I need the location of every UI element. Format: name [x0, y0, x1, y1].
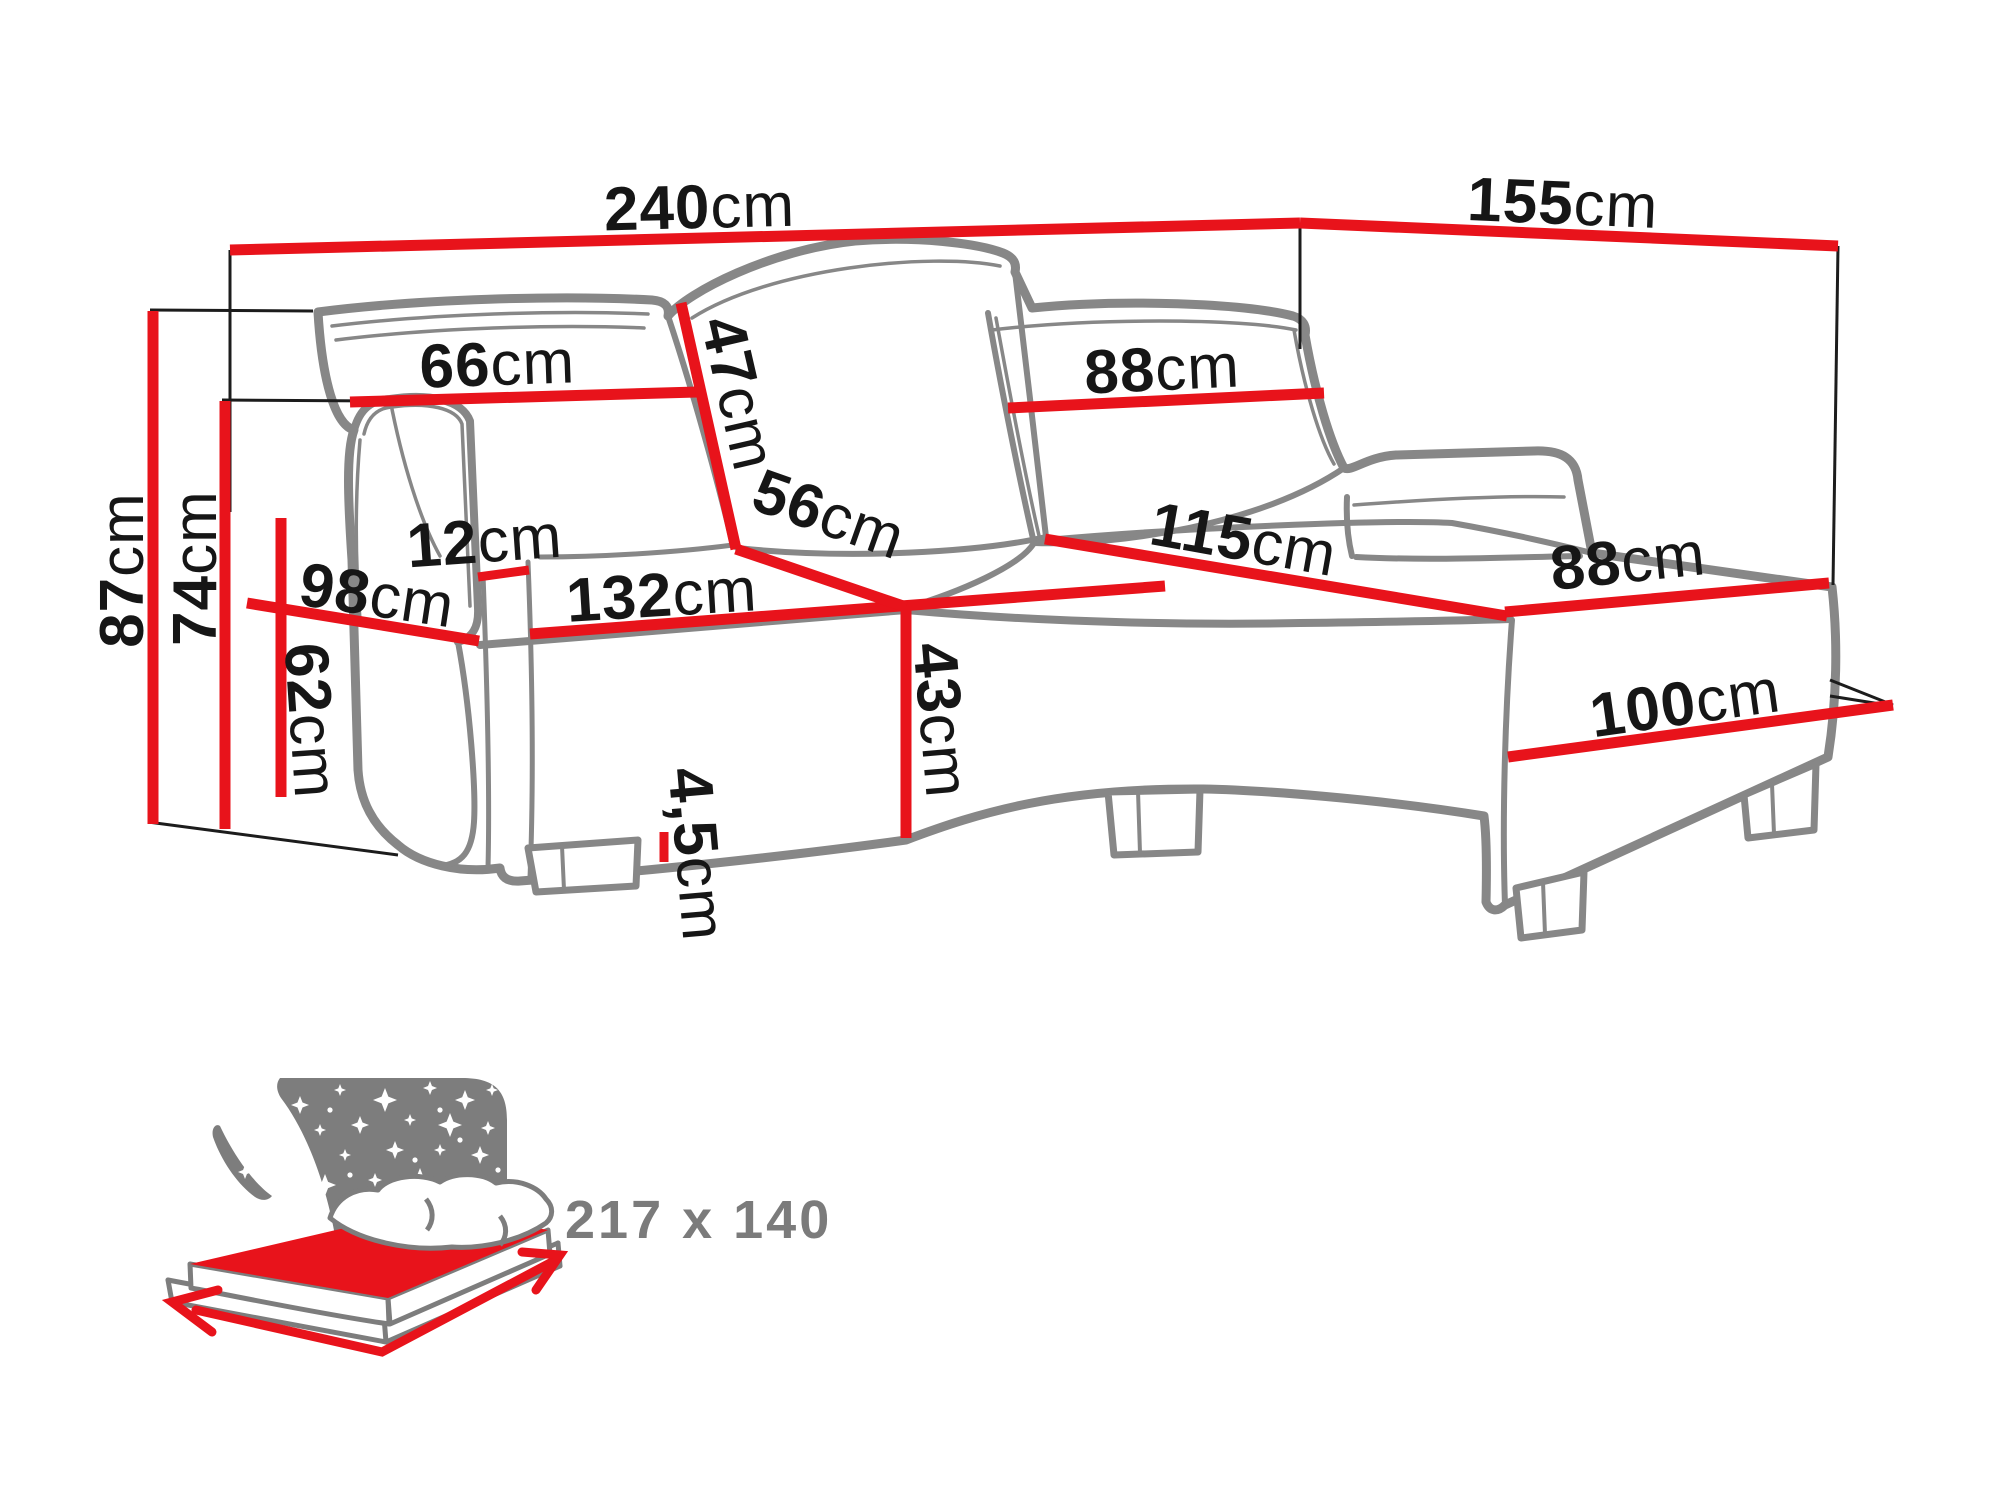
star-icon — [253, 1137, 263, 1147]
leg-seam — [1136, 789, 1142, 855]
dim-armrest-height-label: 62cm — [271, 641, 351, 801]
dim-line-right-cushion — [1007, 387, 1325, 414]
star-icon — [260, 1205, 270, 1215]
star-icon — [423, 1081, 437, 1095]
sleeping-size-label: 217 x 140 — [565, 1190, 832, 1250]
star-icon — [295, 1213, 309, 1227]
sleeping-function-icon: 217 x 140 — [161, 1078, 832, 1357]
dim-cushion-height-label: 47cm — [687, 310, 789, 477]
dim-line-total-width — [229, 217, 1301, 256]
leg — [524, 836, 642, 896]
dim-chaise-front-label: 100cm — [1586, 656, 1785, 751]
star-dot — [347, 1172, 353, 1178]
dimension-lines — [147, 217, 1894, 862]
moon-crescent — [212, 1125, 272, 1200]
sofa-legs — [524, 760, 1820, 942]
star-dot — [412, 1157, 418, 1163]
dim-seat-width-label: 132cm — [564, 555, 759, 636]
leg-seam — [1770, 782, 1776, 836]
stars-decoration — [238, 1081, 501, 1227]
dim-line-seat-width — [529, 580, 1166, 640]
star-icon — [339, 1149, 351, 1161]
star-icon — [314, 1124, 326, 1136]
star-icon — [438, 1113, 462, 1137]
star-icon — [314, 1174, 336, 1196]
star-icon — [386, 1141, 404, 1159]
star-icon — [373, 1088, 397, 1112]
star-icon — [368, 1173, 382, 1187]
star-dot — [327, 1107, 333, 1113]
dim-line-chaise-width — [1504, 577, 1830, 618]
leg — [1740, 760, 1820, 842]
star-icon — [455, 1090, 475, 1110]
dim-left-cushion-label: 66cm — [418, 327, 576, 401]
dim-armrest-depth-label: 98cm — [295, 550, 459, 641]
size-arrows — [161, 1247, 569, 1357]
dim-overall-height-label: 87cm — [88, 492, 157, 648]
dim-total-width-label: 240cm — [603, 171, 796, 245]
dim-line-total-depth — [1299, 217, 1839, 252]
dim-chaise-length-label: 115cm — [1145, 490, 1342, 591]
star-icon — [404, 1114, 416, 1126]
dim-armrest-width-label: 12cm — [405, 502, 565, 582]
leg-seam — [560, 844, 566, 892]
star-icon — [471, 1146, 489, 1164]
dim-seat-height-label: 43cm — [899, 640, 981, 801]
star-dot — [437, 1107, 443, 1113]
star-dot — [279, 1119, 285, 1125]
dim-line-armrest-width — [477, 565, 530, 582]
dim-line-seat-depth — [734, 543, 908, 613]
leg-seam — [1541, 880, 1547, 936]
star-icon — [279, 1184, 291, 1196]
leg — [1512, 868, 1588, 942]
star-icon — [334, 1084, 346, 1096]
dim-right-cushion-label: 88cm — [1083, 331, 1242, 407]
dim-line-chaise-length — [1044, 533, 1508, 622]
star-dot — [495, 1167, 501, 1173]
star-icon — [486, 1084, 498, 1096]
star-icon — [434, 1144, 446, 1156]
dim-line-left-cushion — [349, 386, 698, 408]
dim-line-chaise-front — [1507, 699, 1894, 763]
leg — [1104, 786, 1204, 859]
star-icon — [481, 1121, 495, 1135]
dim-line-cushion-height — [675, 301, 742, 551]
dim-leg-height-label: 4,5cm — [654, 765, 738, 944]
duvet-pillows — [327, 1172, 555, 1251]
dim-backrest-height-label: 74cm — [161, 490, 230, 646]
star-icon — [291, 1096, 309, 1114]
star-icon — [285, 1150, 305, 1170]
dim-total-depth-label: 155cm — [1466, 165, 1660, 242]
star-dot — [457, 1137, 463, 1143]
star-icon — [238, 1165, 252, 1179]
star-dot — [299, 1137, 305, 1143]
star-icon — [351, 1116, 369, 1134]
dim-chaise-width-label: 88cm — [1547, 519, 1709, 604]
